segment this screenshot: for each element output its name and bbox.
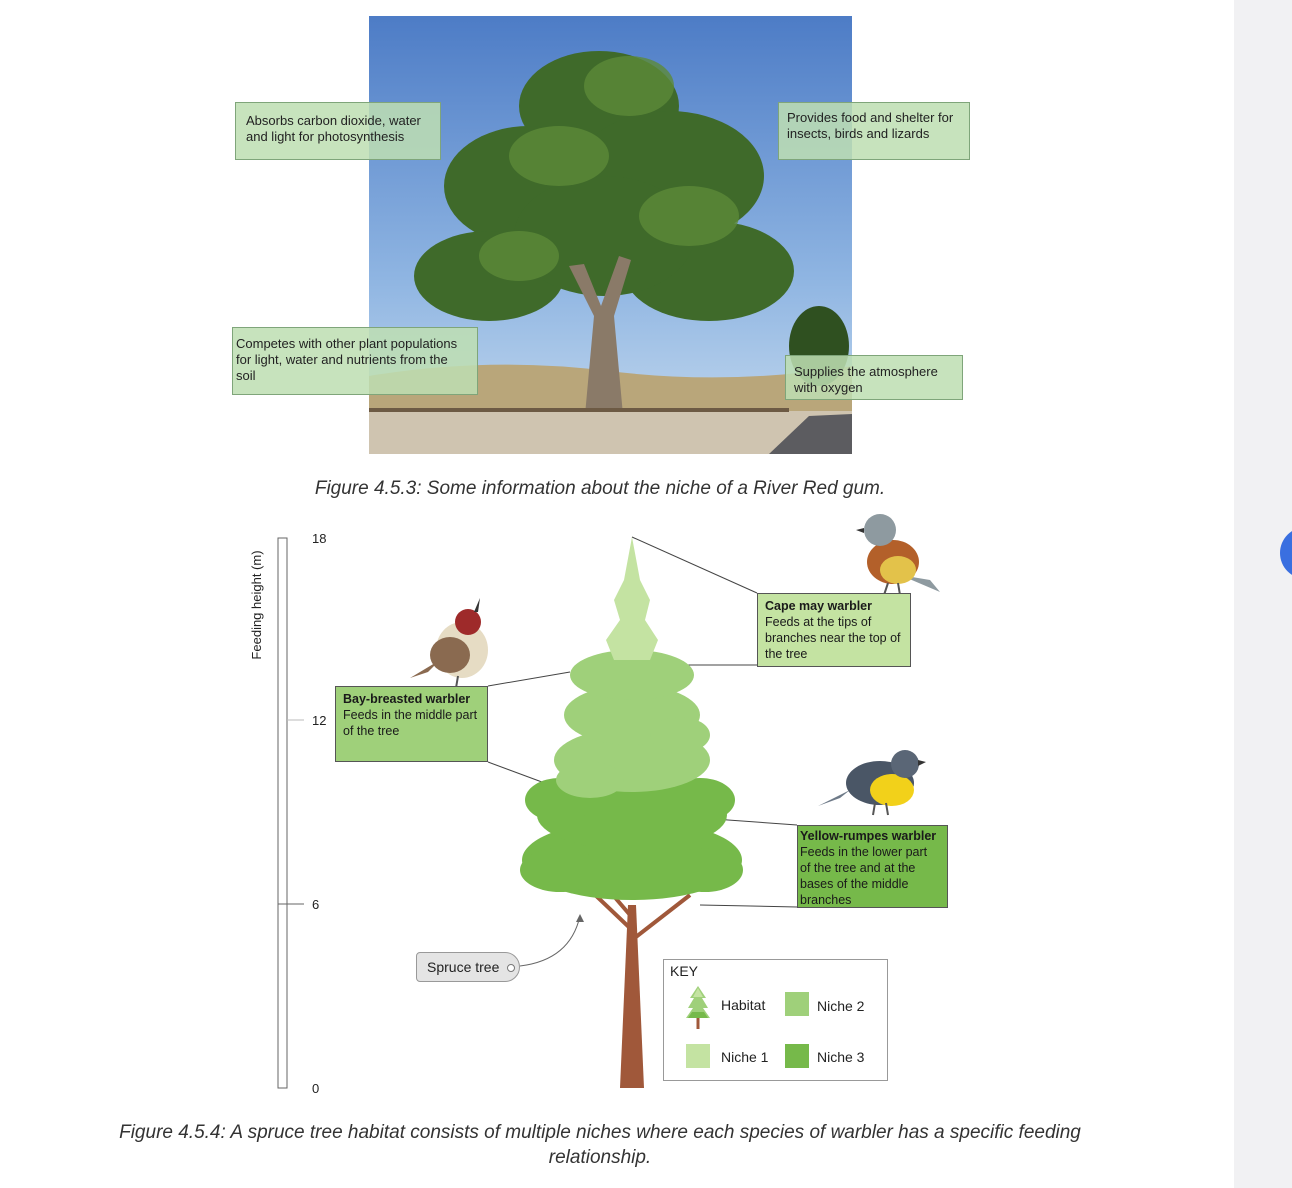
legend-label-niche-3: Niche 3 [817, 1049, 865, 1065]
note-oxygen: Supplies the atmosphere with oxygen [785, 355, 963, 400]
tick-label-12: 12 [312, 713, 327, 728]
bay-breasted-warbler-illustration [410, 598, 488, 689]
figure-caption-1: Figure 4.5.3: Some information about the… [314, 478, 886, 499]
legend-title: KEY [670, 963, 699, 979]
height-axis-bar [277, 537, 288, 1089]
connector-cape-may [631, 536, 758, 594]
right-rail [1234, 0, 1292, 1188]
legend-swatch-niche-2 [785, 992, 809, 1016]
legend-label-habitat: Habitat [721, 997, 766, 1013]
niche-3-foliage [520, 778, 743, 900]
bird-description: Feeds in the middle part of the tree [343, 708, 478, 738]
note-photosynthesis: Absorbs carbon dioxide, water and light … [235, 102, 441, 160]
legend-label-niche-2: Niche 2 [817, 998, 865, 1014]
yellow-rumped-warbler-illustration [818, 750, 926, 816]
niche-2-foliage [554, 650, 710, 798]
tick-label-0: 0 [312, 1081, 320, 1096]
bird-name: Cape may warbler [765, 599, 872, 613]
y-axis-label: Feeding height (m) [249, 550, 264, 660]
spruce-trunk [620, 905, 644, 1088]
note-text: Provides food and shelter for insects, b… [787, 110, 954, 141]
bird-name: Yellow-rumpes warbler [800, 829, 937, 843]
legend-swatch-niche-3 [785, 1044, 809, 1068]
habitat-tree-icon [686, 986, 710, 1029]
bird-description: Feeds in the lower part of the tree and … [800, 845, 928, 907]
connector-bay-breasted [487, 671, 571, 687]
spruce-tree-tag: Spruce tree [416, 952, 520, 982]
tick-label-18: 18 [312, 531, 327, 546]
note-competes: Competes with other plant populations fo… [232, 327, 478, 395]
legend-key: KEY Habitat Niche 1 Niche 2 Niche 3 [663, 959, 888, 1081]
bird-description: Feeds at the tips of branches near the t… [765, 615, 901, 661]
bird-name: Bay-breasted warbler [343, 692, 471, 706]
legend-label-niche-1: Niche 1 [721, 1049, 769, 1065]
floating-action-button[interactable] [1280, 527, 1292, 579]
note-text: Competes with other plant populations fo… [236, 336, 458, 383]
card-yellow-rumped-warbler: Yellow-rumpes warbler Feeds in the lower… [797, 825, 948, 908]
tick-label-6: 6 [312, 897, 320, 912]
tag-hole [507, 964, 515, 972]
cape-may-warbler-illustration [856, 514, 940, 596]
note-text: Absorbs carbon dioxide, water and light … [246, 113, 421, 144]
card-bay-breasted-warbler: Bay-breasted warbler Feeds in the middle… [335, 686, 488, 762]
niche-1-foliage [606, 537, 658, 660]
note-text: Supplies the atmosphere with oxygen [794, 364, 938, 395]
note-food-shelter: Provides food and shelter for insects, b… [778, 102, 970, 160]
card-cape-may-warbler: Cape may warbler Feeds at the tips of br… [757, 593, 911, 667]
legend-swatch-niche-1 [686, 1044, 710, 1068]
figure-caption-2: Figure 4.5.4: A spruce tree habitat cons… [119, 1122, 1081, 1168]
tag-label: Spruce tree [427, 959, 500, 975]
